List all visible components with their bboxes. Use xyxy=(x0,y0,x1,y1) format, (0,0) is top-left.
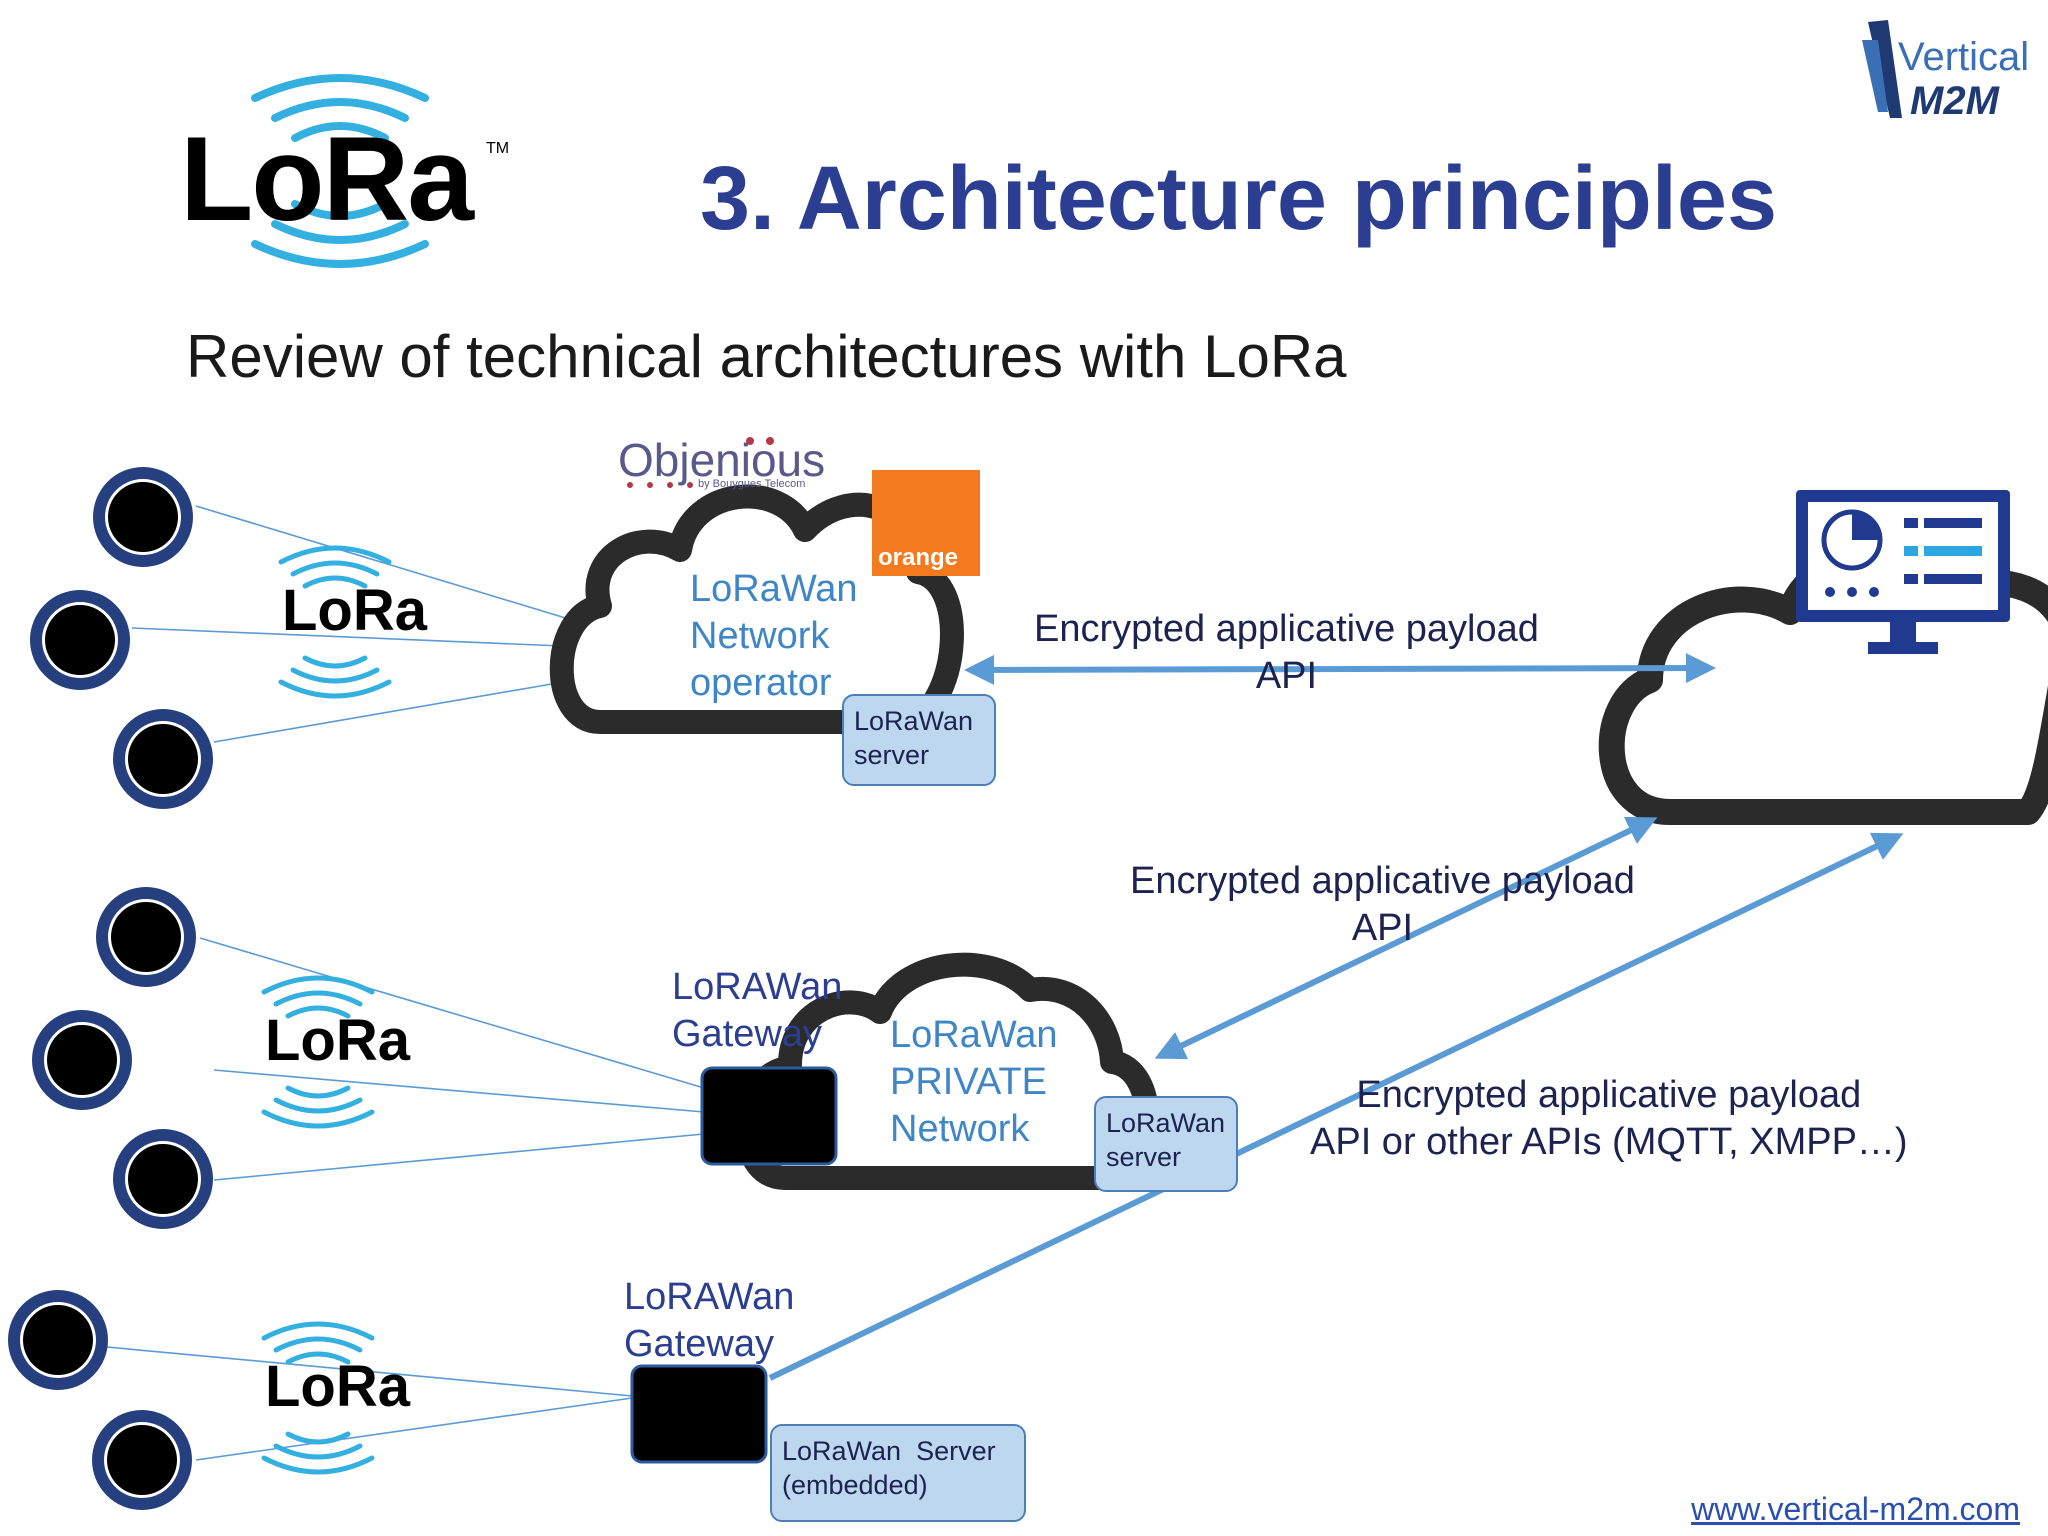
operator-label-line: LoRaWan xyxy=(690,568,858,610)
private-label-line: LoRaWan xyxy=(890,1014,1058,1056)
operator-cloud-label: LoRaWan Network operator xyxy=(690,566,858,707)
orange-logo: orange xyxy=(872,470,980,576)
embedded-link-label: Encrypted applicative payload API or oth… xyxy=(1310,1072,1908,1166)
private-gateway-label: LoRAWan Gateway xyxy=(672,964,842,1058)
private-label-line: Network xyxy=(890,1108,1030,1150)
link-label-line: API xyxy=(1351,907,1414,949)
private-label-line: PRIVATE xyxy=(890,1061,1047,1103)
private-cloud-label: LoRaWan PRIVATE Network xyxy=(890,1012,1058,1153)
server-label-line: server xyxy=(854,740,930,770)
page-subtitle: Review of technical architectures with L… xyxy=(186,323,1347,390)
gateway-label-line: Gateway xyxy=(672,1013,822,1055)
link-label-line: Encrypted applicative payload xyxy=(1130,860,1635,902)
orange-logo-text: orange xyxy=(878,544,959,571)
gateway-label-line: LoRAWan xyxy=(624,1276,795,1318)
operator-link-label: Encrypted applicative payload API xyxy=(1034,606,1539,700)
embedded-gateway-label: LoRAWan Gateway xyxy=(624,1274,794,1368)
private-gateway-device xyxy=(700,1066,838,1166)
lora-logo-waves xyxy=(251,74,429,142)
embedded-gateway-device xyxy=(630,1364,768,1464)
radio-links-row3 xyxy=(95,1345,633,1461)
device-node xyxy=(8,1290,108,1390)
page-title: 3. Architecture principles xyxy=(700,149,1778,249)
radio-links-row2 xyxy=(199,937,705,1181)
server-label-line: LoRaWan xyxy=(1106,1108,1226,1138)
lora-brand-logo: LoRa xyxy=(180,112,474,246)
device-node xyxy=(92,1410,192,1510)
private-api-arrow xyxy=(1154,816,1658,1060)
server-label-line: LoRaWan Server xyxy=(782,1436,996,1466)
footer-website-link[interactable]: www.vertical-m2m.com xyxy=(1691,1491,2020,1528)
end-devices xyxy=(8,467,213,1510)
gateway-label-line: Gateway xyxy=(624,1323,774,1365)
embedded-api-arrow xyxy=(768,832,1904,1381)
server-label-line: LoRaWan xyxy=(854,706,974,736)
lora-wordmark-row1: LoRa xyxy=(282,578,427,643)
lora-wordmark-row3: LoRa xyxy=(265,1354,410,1419)
link-label-line: API or other APIs (MQTT, XMPP…) xyxy=(1310,1121,1908,1163)
dashboard-monitor-icon xyxy=(1796,490,2010,654)
operator-server-box: LoRaWan server xyxy=(842,694,996,786)
link-label-line: Encrypted applicative payload xyxy=(1034,608,1539,650)
device-node xyxy=(30,590,130,690)
device-node xyxy=(113,709,213,809)
operator-label-line: Network xyxy=(690,615,830,657)
server-label-line: (embedded) xyxy=(782,1470,928,1500)
operator-label-line: operator xyxy=(690,662,832,704)
link-label-line: Encrypted applicative payload xyxy=(1356,1074,1862,1116)
lora-trademark: TM xyxy=(486,140,510,157)
embedded-server-box: LoRaWan Server (embedded) xyxy=(770,1424,1026,1522)
device-node xyxy=(113,1129,213,1229)
link-label-line: API xyxy=(1255,655,1318,697)
vertical-logo-text: Vertical xyxy=(1898,35,2030,79)
m2m-logo-text: M2M xyxy=(1910,79,1999,123)
lora-wordmark-row2: LoRa xyxy=(265,1008,410,1073)
gateway-label-line: LoRAWan xyxy=(672,966,843,1008)
radio-links-row1 xyxy=(131,505,576,743)
device-node xyxy=(93,467,193,567)
private-server-box: LoRaWan server xyxy=(1094,1096,1238,1192)
operator-api-arrow xyxy=(964,653,1716,685)
objenious-tagline: by Bouygues Telecom xyxy=(698,478,806,490)
api-arrows xyxy=(768,653,1904,1381)
private-link-label: Encrypted applicative payload API xyxy=(1130,858,1635,952)
operator-cloud-shape xyxy=(549,484,964,734)
server-label-line: server xyxy=(1106,1142,1182,1172)
objenious-dots xyxy=(627,437,774,488)
vertical-m2m-logo-mark xyxy=(1862,20,1902,118)
objenious-logo: Objenious xyxy=(618,434,826,486)
device-node xyxy=(96,887,196,987)
device-node xyxy=(32,1010,132,1110)
